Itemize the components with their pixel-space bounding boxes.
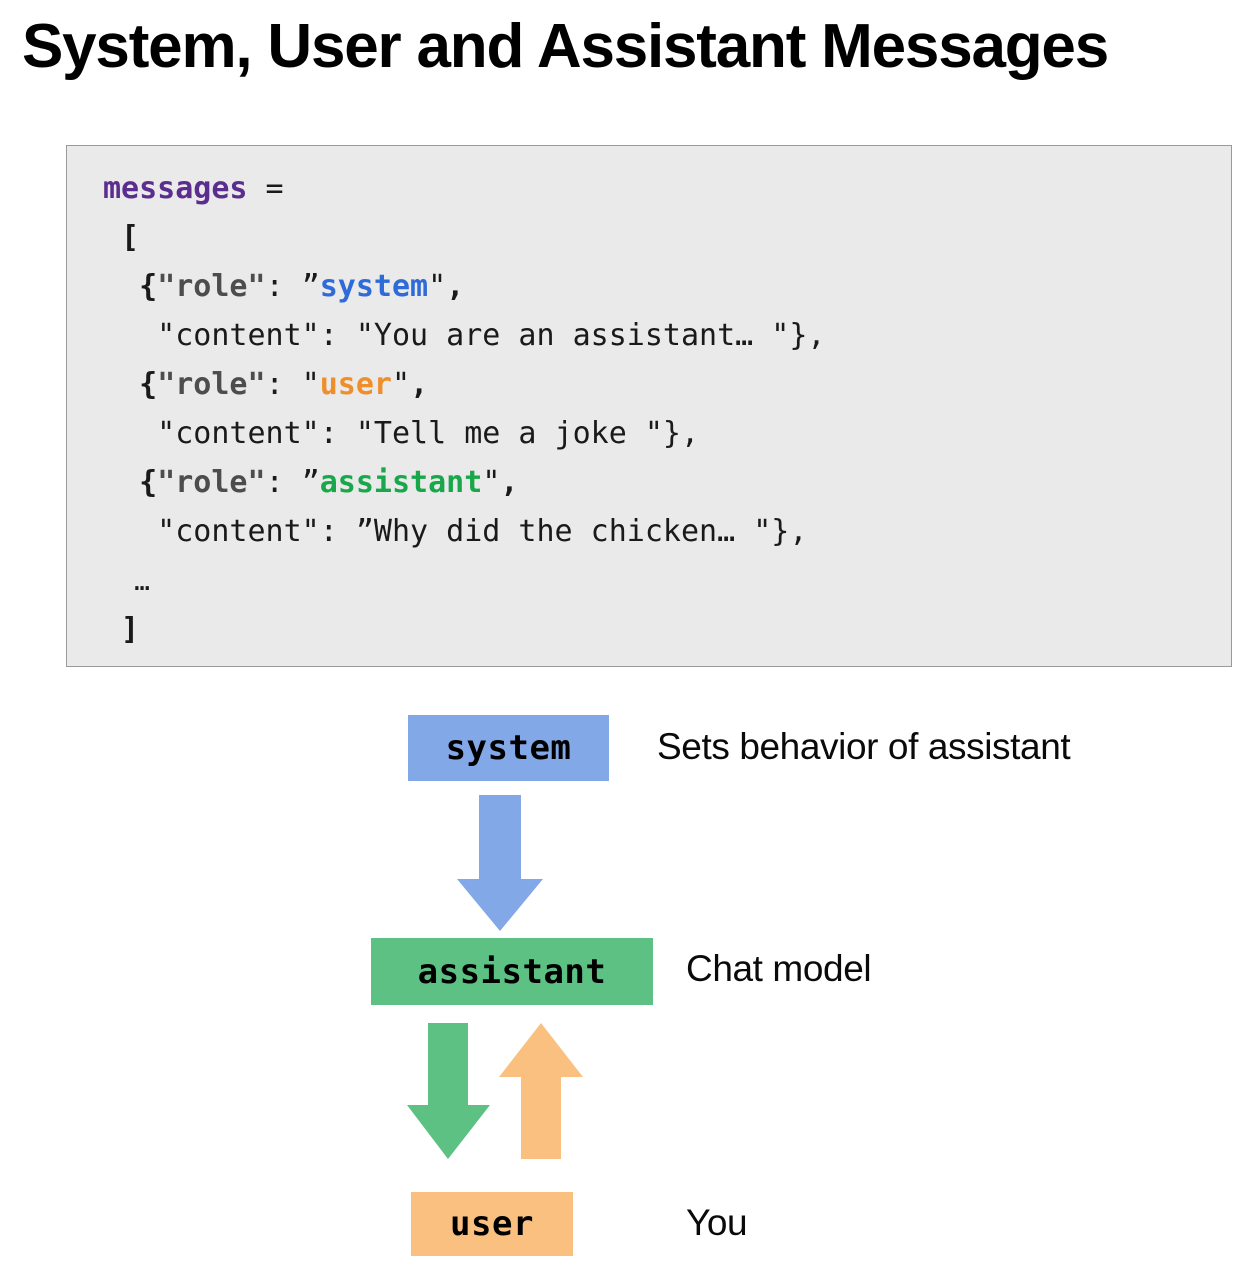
code-token: : [265,367,302,402]
code-token: " [301,367,320,402]
code-block: messages = [ {"role": ”system", "content… [66,145,1232,667]
code-line-system-role: {"role": ”system", [103,262,825,311]
node-box-user[interactable]: user [411,1192,573,1256]
code-line-assistant-content: "content": ”Why did the chicken… "}, [103,507,825,556]
code-token: "content": ”Why did the chicken… "}, [103,514,808,549]
node-box-user-label: user [450,1204,534,1244]
code-listing: messages = [ {"role": ”system", "content… [103,164,825,654]
page-title: System, User and Assistant Messages [22,12,1109,81]
code-token: { [103,269,158,304]
code-line-open-bracket: [ [103,213,825,262]
code-token: = [247,171,302,206]
code-token: "role" [157,269,266,304]
code-token: "role" [157,465,266,500]
node-label-user: You [686,1202,748,1243]
node-box-assistant[interactable]: assistant [371,938,653,1005]
code-token: … [103,567,150,597]
arrow-assistant-to-user-icon [407,1023,490,1159]
node-box-assistant-label: assistant [417,951,607,992]
arrow-system-to-assistant-icon [457,795,543,931]
code-token: { [103,465,158,500]
code-token: "content": "Tell me a joke "}, [103,416,700,451]
arrow-user-to-assistant-icon [499,1023,583,1159]
code-token: ” [301,269,320,304]
code-token: : [265,269,302,304]
code-line-user-content: "content": "Tell me a joke "}, [103,409,825,458]
node-label-assistant: Chat model [686,948,872,989]
code-token: system [319,269,429,304]
code-line-close-bracket: ] [103,605,825,654]
code-token: user [319,367,392,402]
code-token: "role" [157,367,266,402]
code-line-ellipsis: … [103,556,825,605]
code-token: " [392,367,411,402]
code-token: ] [103,612,140,647]
code-token: [ [103,220,140,255]
node-box-system-label: system [445,728,572,768]
code-token: messages [103,171,248,206]
code-line-system-content: "content": "You are an assistant… "}, [103,311,825,360]
code-line-user-role: {"role": "user", [103,360,825,409]
node-box-system[interactable]: system [408,715,609,781]
code-token: " [428,269,447,304]
code-token: assistant [319,465,483,500]
code-token: { [103,367,158,402]
code-token: , [446,269,465,304]
roles-flow-diagram: system Sets behavior of assistant assist… [0,690,1260,1282]
code-token: , [410,367,429,402]
code-token: , [500,465,519,500]
code-token: ” [301,465,320,500]
code-line-assistant-role: {"role": ”assistant", [103,458,825,507]
code-line-assign: messages = [103,164,825,213]
code-token: : [265,465,302,500]
node-label-system: Sets behavior of assistant [657,726,1071,767]
code-token: " [482,465,501,500]
code-token: "content": "You are an assistant… "}, [103,318,826,353]
